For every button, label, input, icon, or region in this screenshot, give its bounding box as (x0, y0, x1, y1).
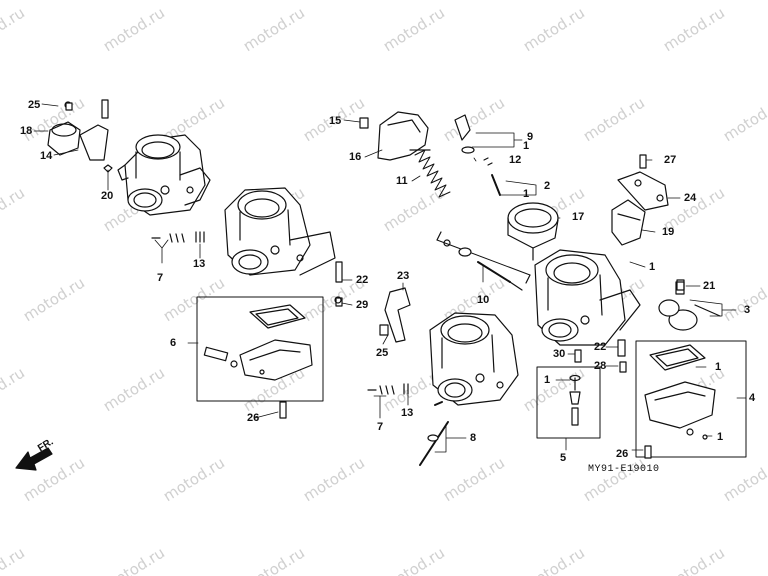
plunger-cap (658, 299, 721, 331)
callout-29: 29 (356, 299, 369, 311)
callout-9: 9 (527, 131, 534, 143)
callout-1-b: 1 (523, 188, 530, 200)
callout-1-d: 1 (715, 361, 722, 373)
top-cover (377, 111, 431, 161)
callout-22-b: 22 (594, 341, 607, 353)
callout-11: 11 (396, 175, 408, 187)
carburetor-body-4 (429, 312, 519, 406)
throttle-bracket (47, 99, 109, 161)
spring (414, 149, 451, 198)
callout-20: 20 (101, 190, 114, 202)
callout-8: 8 (470, 432, 477, 444)
callout-19: 19 (662, 226, 675, 238)
callout-25: 25 (28, 99, 41, 111)
float-chamber-group-right (635, 340, 747, 458)
callout-3: 3 (744, 304, 751, 316)
leader-lines (33, 103, 747, 453)
callout-23: 23 (397, 270, 410, 282)
link-bracket (384, 287, 411, 343)
callout-30: 30 (553, 348, 566, 360)
callout-26-a: 26 (247, 412, 260, 424)
diaphragm (507, 202, 559, 261)
callout-26-b: 26 (616, 448, 629, 460)
diagram-code: MY91-E19010 (588, 464, 660, 475)
jet-kit-group (536, 366, 601, 439)
needle-set (436, 231, 531, 291)
callout-28: 28 (594, 360, 607, 372)
callout-13-b: 13 (401, 407, 414, 419)
callout-5: 5 (560, 452, 567, 464)
callout-7-b: 7 (377, 421, 384, 433)
callout-1-f: 1 (717, 431, 724, 443)
callout-1-c: 1 (649, 261, 656, 273)
small-parts (65, 102, 685, 466)
callout-13-a: 13 (193, 258, 206, 270)
callout-4: 4 (749, 392, 756, 404)
callout-18: 18 (20, 125, 33, 137)
callout-1-a: 1 (523, 140, 530, 152)
carburetor-body-1 (117, 134, 211, 216)
callout-15: 15 (329, 115, 342, 127)
choke-plate (617, 171, 669, 211)
float-chamber-group-left (196, 296, 324, 402)
callout-24: 24 (684, 192, 697, 204)
callout-22-a: 22 (356, 274, 369, 286)
choke-cover (611, 199, 646, 246)
callout-16: 16 (349, 151, 362, 163)
carburetor-body-3 (534, 249, 641, 346)
callout-27: 27 (664, 154, 677, 166)
callout-1-e: 1 (544, 374, 551, 386)
front-direction-arrow (15, 447, 53, 471)
callout-25-b: 25 (376, 347, 389, 359)
callout-17: 17 (572, 211, 585, 223)
callout-10: 10 (477, 294, 490, 306)
callout-21: 21 (703, 280, 716, 292)
callout-7-a: 7 (157, 272, 164, 284)
callout-2: 2 (544, 180, 551, 192)
callout-6: 6 (170, 337, 177, 349)
carburetor-body-2 (224, 187, 336, 276)
callout-12: 12 (509, 154, 522, 166)
callout-14: 14 (40, 150, 53, 162)
